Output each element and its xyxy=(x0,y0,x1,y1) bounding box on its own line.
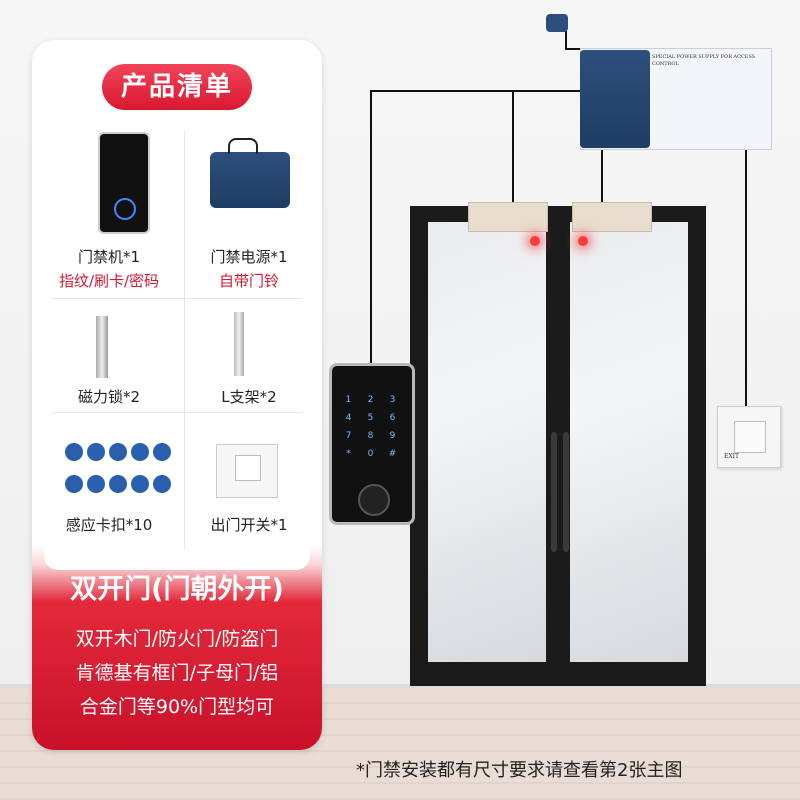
key-5: 5 xyxy=(367,413,374,423)
item-label-maglock: 磁力锁*2 xyxy=(77,388,141,406)
wire-lock-left xyxy=(512,90,514,202)
wire-plug xyxy=(565,30,567,50)
access-controller-image xyxy=(98,132,150,234)
key-9: 9 xyxy=(389,431,396,441)
baseboard xyxy=(0,684,800,689)
door-left-glass xyxy=(428,222,546,662)
power-cord-icon xyxy=(228,138,258,154)
lock-indicator-left xyxy=(530,236,540,246)
magnetic-lock-right xyxy=(572,202,652,232)
key-2: 2 xyxy=(367,395,374,405)
footnote: *门禁安装都有尺寸要求请查看第2张主图 xyxy=(356,760,683,781)
wire-lock-right xyxy=(601,148,603,202)
door-handle-right xyxy=(563,432,569,552)
key-0: 0 xyxy=(367,449,374,459)
exit-switch-button-icon xyxy=(235,455,261,481)
key-6: 6 xyxy=(389,413,396,423)
panel-divider-vertical xyxy=(184,130,185,550)
item-label-exit: 出门开关*1 xyxy=(210,516,288,534)
panel-title: 产品清单 xyxy=(102,64,252,110)
wire-exit xyxy=(745,140,747,406)
wire-plug-h xyxy=(565,48,585,50)
wire-main-top xyxy=(370,90,770,92)
exit-switch: EXIT xyxy=(717,406,781,468)
power-supply-image xyxy=(210,152,290,208)
keyfob-icon xyxy=(65,443,171,493)
door-right-glass xyxy=(570,222,688,662)
item-sub-controller: 指纹/刷卡/密码 xyxy=(58,272,160,290)
door-desc-line-2: 肯德基有框门/子母门/铝 xyxy=(75,662,279,684)
fingerprint-icon xyxy=(114,198,136,220)
exit-button xyxy=(734,421,766,453)
key-4: 4 xyxy=(345,413,352,423)
panel-divider-2 xyxy=(52,412,302,413)
exit-switch-label: EXIT xyxy=(724,453,740,460)
product-list-panel: 产品清单 门禁机*1 指纹/刷卡/密码 门禁电源*1 自带门铃 磁力锁*2 L支… xyxy=(32,40,322,750)
door-handle-left xyxy=(551,432,557,552)
power-supply-label: SPECIAL POWER SUPPLY FOR ACCESS CONTROL xyxy=(652,54,764,108)
key-hash: # xyxy=(388,449,397,459)
door-desc-line-1: 双开木门/防火门/防盗门 xyxy=(75,628,279,650)
key-3: 3 xyxy=(389,395,396,405)
l-bracket-image xyxy=(234,312,244,376)
item-label-controller: 门禁机*1 xyxy=(77,248,141,266)
door-type-title: 双开门(门朝外开) xyxy=(70,574,284,605)
key-8: 8 xyxy=(367,431,374,441)
wire-keypad xyxy=(370,90,372,368)
fingerprint-sensor-icon xyxy=(358,484,390,516)
item-label-cards: 感应卡扣*10 xyxy=(65,516,153,534)
item-label-bracket: L支架*2 xyxy=(221,388,277,406)
rfid-keyfobs-image xyxy=(62,438,172,502)
item-sub-power: 自带门铃 xyxy=(218,272,279,290)
access-control-keypad: 1 2 3 4 5 6 7 8 9 * 0 # xyxy=(329,363,415,525)
magnetic-lock-left xyxy=(468,202,548,232)
psu-label-line1: SPECIAL POWER SUPPLY FOR ACCESS CONTROL xyxy=(652,54,756,67)
panel-divider-1 xyxy=(52,298,302,299)
key-star: * xyxy=(346,449,351,459)
key-1: 1 xyxy=(345,395,352,405)
key-7: 7 xyxy=(345,431,352,441)
item-label-power: 门禁电源*1 xyxy=(210,248,288,266)
magnetic-lock-image xyxy=(96,316,108,378)
power-plug-icon xyxy=(546,14,568,32)
door-desc-line-3: 合金门等90%门型均可 xyxy=(79,696,275,718)
exit-switch-image xyxy=(216,444,278,498)
power-supply-casing xyxy=(580,50,650,148)
lock-indicator-right xyxy=(578,236,588,246)
